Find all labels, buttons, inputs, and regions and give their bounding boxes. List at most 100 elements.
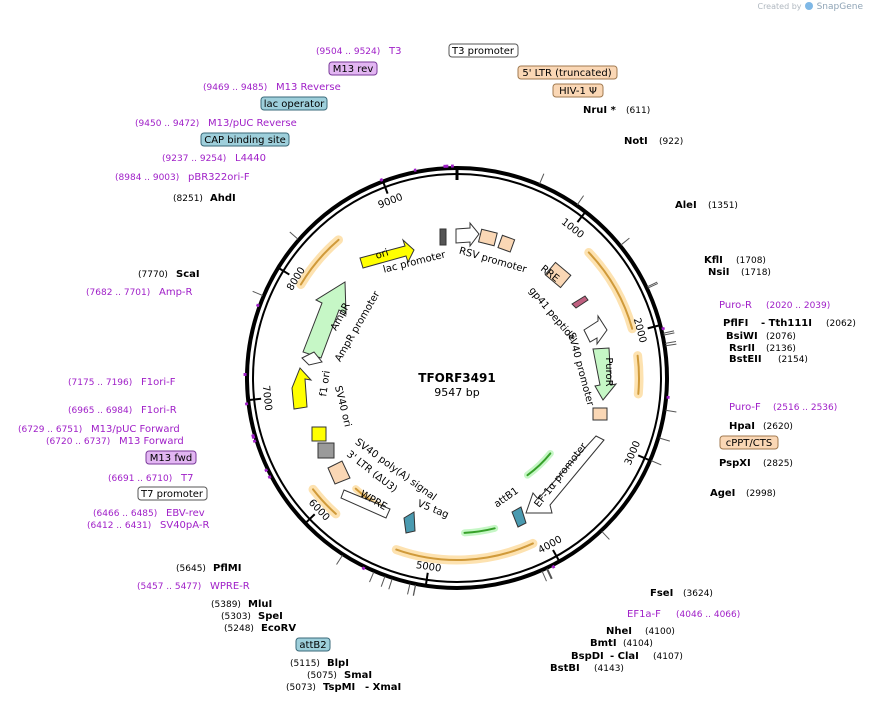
- site-tth111i-name: - Tth111I: [761, 318, 812, 329]
- box-t3-promoter: [448, 43, 519, 58]
- site-mark-1: [576, 195, 585, 205]
- site-pflmi-pos: (5645): [176, 564, 206, 574]
- site-blpi-pos: (5115): [290, 659, 320, 669]
- site-mark-23: [336, 554, 343, 565]
- site-kfli-pos: (1708): [736, 256, 766, 266]
- site-hpai-pos: (2620): [763, 422, 793, 432]
- primer-mark-0: [661, 326, 665, 331]
- primer-pbr322orif-name: pBR322ori-F: [188, 172, 250, 183]
- label-sv40-promoter: SV40 promoter: [565, 331, 595, 408]
- site-clai-name: - ClaI: [610, 651, 639, 662]
- site-mark-16: [541, 570, 547, 582]
- puror-arrow: [592, 347, 618, 401]
- site-mark-19: [407, 583, 411, 595]
- label-m13rev: M13 rev: [333, 64, 374, 75]
- primer-mark-8: [251, 434, 255, 438]
- label-ef1a-promoter: EF-1α promoter: [533, 441, 590, 510]
- primer-purof-name: Puro-F: [729, 402, 761, 413]
- site-mark-22: [369, 571, 375, 583]
- site-blpi-name: BlpI: [327, 658, 349, 669]
- site-mark-4: [647, 282, 659, 289]
- site-smai-pos: (5075): [307, 671, 337, 681]
- primer-wprer-range: (5457 .. 5477): [137, 582, 201, 592]
- attb1-box: [511, 506, 527, 528]
- wpre-box: [340, 489, 391, 519]
- orf-arc-1: [526, 452, 552, 477]
- site-alei-pos: (1351): [708, 201, 738, 211]
- tick-label-7000: 7000: [260, 385, 274, 411]
- feature-arc-3: [395, 542, 534, 561]
- label-t7-promoter: T7 promoter: [140, 489, 204, 500]
- v5-tag-box: [403, 511, 416, 534]
- primer-l4440-name: L4440: [235, 153, 266, 164]
- label-attb1: attB1: [492, 486, 521, 511]
- tick-2000: [647, 323, 662, 330]
- primer-mark-2: [551, 564, 556, 569]
- box-5ltr: [517, 65, 618, 80]
- site-mark-3: [647, 281, 658, 288]
- tick-1000: [576, 210, 587, 223]
- primer-ef1af-name: EF1a-F: [627, 609, 661, 620]
- tick-5000: [424, 572, 429, 587]
- tick-8000: [276, 266, 290, 276]
- box-attb2: [295, 637, 331, 652]
- site-mlui-name: MluI: [248, 599, 272, 610]
- rsv-promoter-arrow: [455, 221, 480, 248]
- site-mark-25: [289, 231, 299, 240]
- box-lac-operator: [260, 96, 328, 111]
- plasmid-length: 9547 bp: [434, 386, 479, 399]
- site-nrui-pos: (611): [626, 106, 650, 116]
- site-ahdi-name: AhdI: [210, 193, 236, 204]
- site-mlui-pos: (5389): [211, 600, 241, 610]
- 3ltr-box: [327, 460, 351, 485]
- site-mark-6: [663, 332, 675, 336]
- site-pspxi-name: PspXI: [719, 458, 751, 469]
- site-bspdi-pos: (4107): [653, 652, 683, 662]
- 5ltr-box: [477, 228, 498, 247]
- feature-arc-2: [636, 354, 640, 395]
- site-fsei-name: FseI: [650, 588, 673, 599]
- primer-mark-4: [267, 475, 272, 479]
- tick-3000: [637, 454, 652, 462]
- site-xmai-name: - XmaI: [365, 682, 401, 693]
- primer-t3-name: T3: [388, 46, 401, 57]
- primer-m13pucreverse-name: M13/pUC Reverse: [208, 118, 297, 129]
- primer-f1orif-name: F1ori-F: [141, 377, 176, 388]
- tick-label-4000: 4000: [537, 534, 565, 556]
- feature-arc-5-bg: [296, 235, 344, 290]
- feature-arc-4: [312, 488, 337, 515]
- site-scai-pos: (7770): [138, 270, 168, 280]
- box-hiv1-psi: [552, 83, 604, 98]
- site-agei-pos: (2998): [746, 489, 776, 499]
- primer-ampr-name: Amp-R: [159, 287, 193, 298]
- site-mark-0: [539, 173, 545, 185]
- orf-arc-2: [463, 527, 496, 534]
- primer-m13pucfwd-range: (6729 .. 6751): [18, 425, 82, 435]
- f1-ori-arrow: [291, 367, 313, 410]
- label-hiv1-psi: HIV-1 Ψ: [559, 86, 597, 97]
- feature-arc-1: [587, 251, 634, 330]
- sv40-promoter-arrow: [583, 314, 608, 346]
- ampr-arrow: [302, 281, 347, 359]
- primer-mark-5: [264, 468, 269, 473]
- primer-f1orif-range: (7175 .. 7196): [68, 378, 132, 388]
- primer-mark-11: [255, 303, 260, 308]
- site-nhei-name: NheI: [606, 626, 632, 637]
- primer-mark-12: [379, 178, 384, 182]
- site-kfli-name: KflI: [704, 255, 723, 266]
- primer-pbr322orif-range: (8984 .. 9003): [115, 173, 179, 183]
- tick-6000: [303, 513, 316, 525]
- site-tspmi-name: TspMI: [323, 682, 355, 693]
- site-spei-name: SpeI: [258, 611, 283, 622]
- label-puror: PuroR: [603, 357, 614, 386]
- label-m13fwd: M13 fwd: [150, 453, 192, 464]
- site-noti-name: NotI: [624, 136, 648, 147]
- primer-m13pucrev-range: (9450 .. 9472): [135, 119, 199, 129]
- site-noti-pos: (922): [659, 137, 683, 147]
- primer-wprer-name: WPRE-R: [210, 581, 250, 592]
- site-pflmi-name: PflMI: [213, 563, 241, 574]
- site-mark-10: [659, 437, 670, 442]
- site-mark-15: [546, 568, 552, 580]
- label-lac-operator: lac operator: [264, 99, 325, 110]
